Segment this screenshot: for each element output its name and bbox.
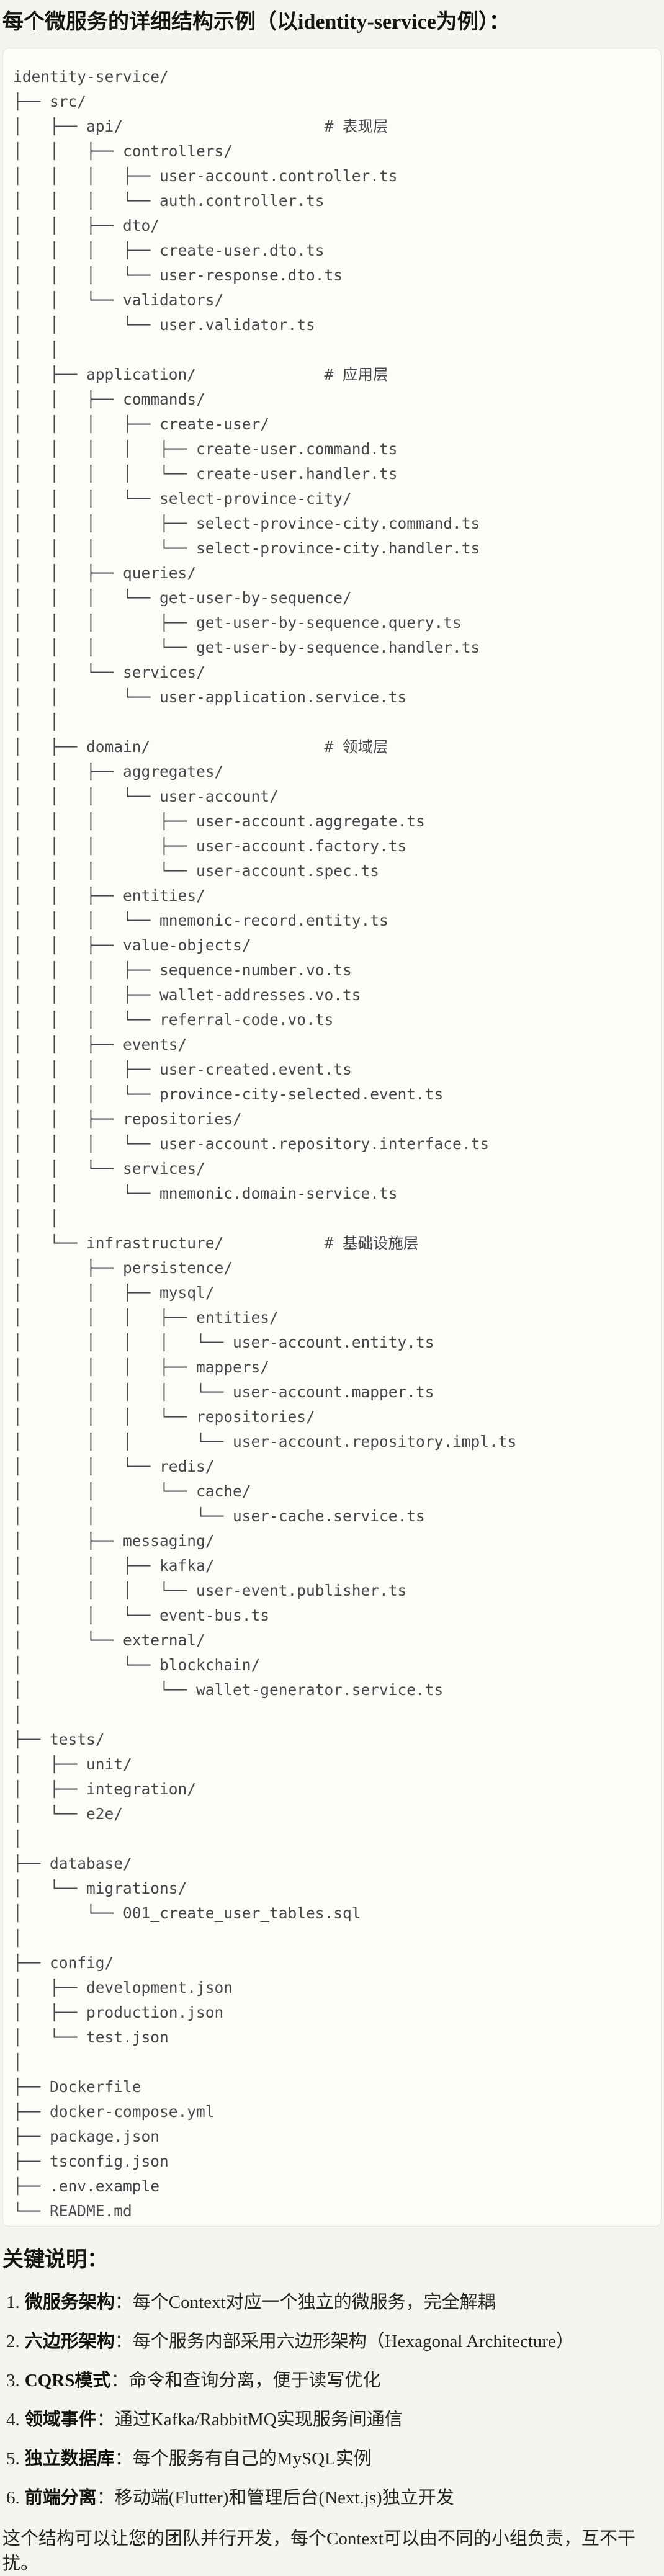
note-number: 1. (6, 2292, 20, 2312)
note-item: 1.微服务架构：每个Context对应一个独立的微服务，完全解耦 (6, 2290, 662, 2315)
note-term: CQRS模式 (24, 2371, 111, 2390)
note-item: 5.独立数据库：每个服务有自己的MySQL实例 (6, 2446, 662, 2471)
note-number: 3. (6, 2371, 20, 2390)
closing-paragraph: 这个结构可以让您的团队并行开发，每个Context可以由不同的小组负责，互不干扰… (2, 2529, 635, 2574)
notes-list: 1.微服务架构：每个Context对应一个独立的微服务，完全解耦 2.六边形架构… (2, 2290, 662, 2510)
note-term: 六边形架构 (24, 2332, 115, 2351)
directory-tree: identity-service/ ├── src/ │ ├── api/ # … (13, 68, 517, 2220)
note-number: 5. (6, 2449, 20, 2469)
note-desc: ：命令和查询分离，便于读写优化 (110, 2371, 381, 2390)
note-number: 2. (6, 2332, 20, 2351)
note-desc: ：每个服务内部采用六边形架构（Hexagonal Architecture） (114, 2332, 574, 2351)
note-desc: ：每个Context对应一个独立的微服务，完全解耦 (114, 2292, 496, 2312)
note-term: 独立数据库 (24, 2449, 115, 2469)
note-desc: ：通过Kafka/RabbitMQ实现服务间通信 (96, 2410, 403, 2430)
note-number: 4. (6, 2410, 20, 2430)
note-item: 3.CQRS模式：命令和查询分离，便于读写优化 (6, 2368, 662, 2393)
note-item: 2.六边形架构：每个服务内部采用六边形架构（Hexagonal Architec… (6, 2329, 662, 2354)
note-item: 4.领域事件：通过Kafka/RabbitMQ实现服务间通信 (6, 2407, 662, 2432)
note-term: 前端分离 (24, 2488, 97, 2508)
note-desc: ：移动端(Flutter)和管理后台(Next.js)独立开发 (96, 2488, 454, 2508)
note-item: 6.前端分离：移动端(Flutter)和管理后台(Next.js)独立开发 (6, 2485, 662, 2510)
page-title: 每个微服务的详细结构示例（以identity-service为例）： (2, 11, 510, 34)
note-term: 领域事件 (24, 2410, 97, 2430)
code-block: identity-service/ ├── src/ │ ├── api/ # … (2, 48, 662, 2227)
note-desc: ：每个服务有自己的MySQL实例 (114, 2449, 372, 2469)
note-number: 6. (6, 2488, 20, 2508)
notes-heading: 关键说明： (2, 2248, 108, 2271)
note-term: 微服务架构 (24, 2292, 115, 2312)
